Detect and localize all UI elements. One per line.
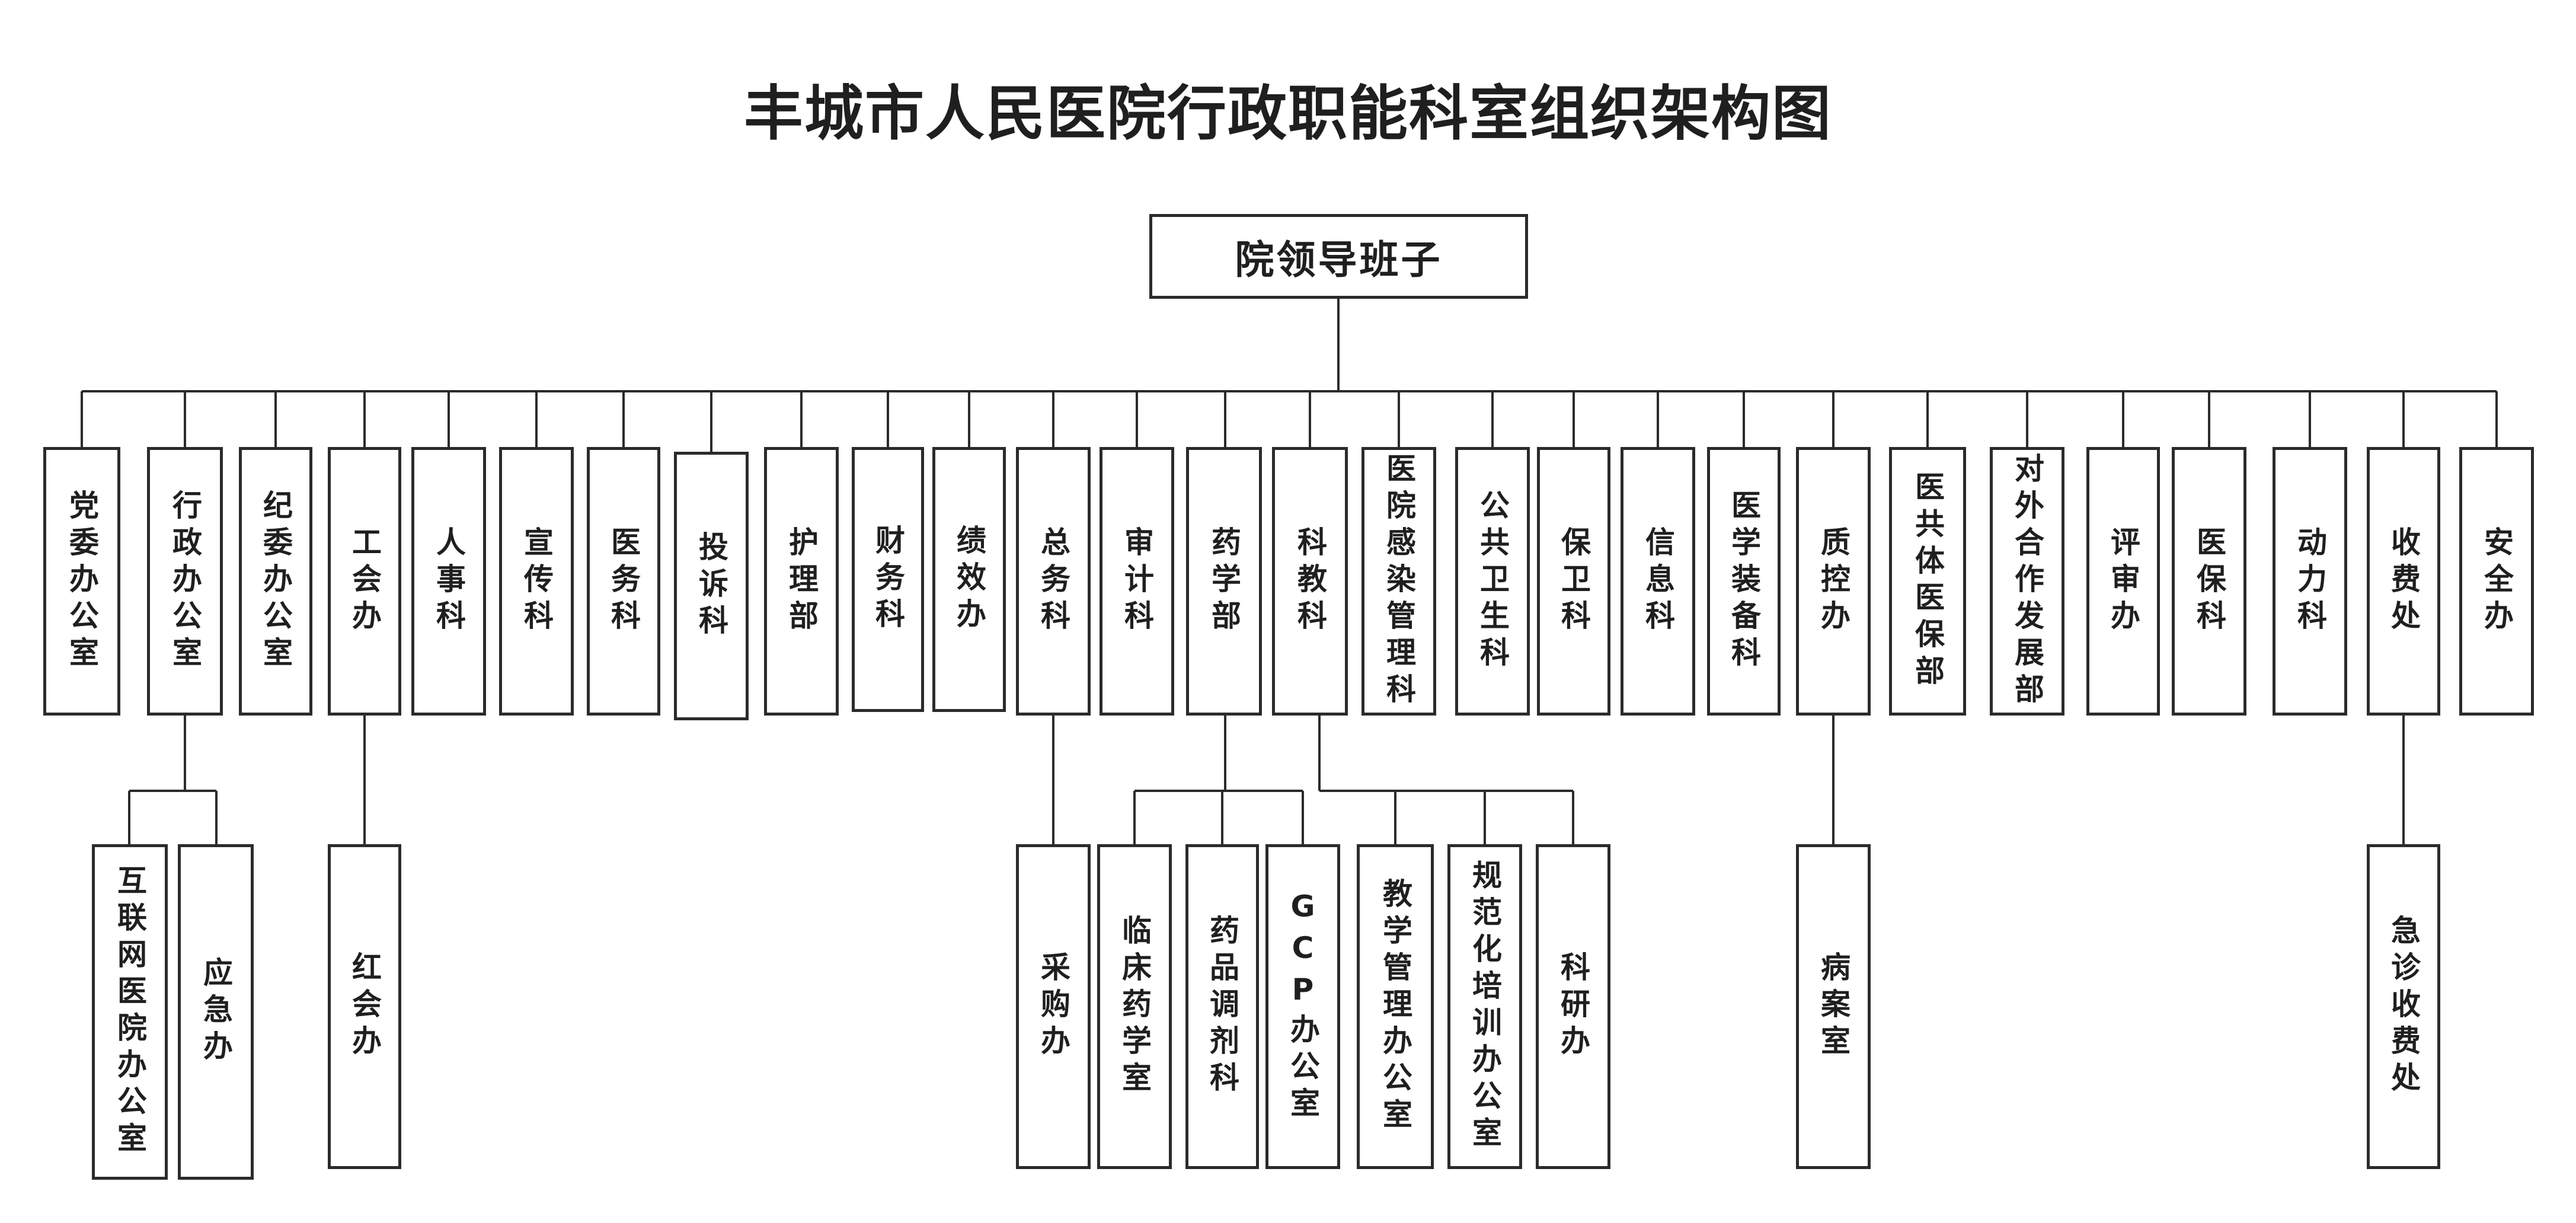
subunit-box-label: 教学管理办公室 (1378, 878, 1412, 1135)
dept-box-label: 工会办 (347, 526, 382, 637)
subunit-box-s1: 互联网医院办公室 (92, 844, 168, 1180)
dept-box-label: 医保科 (2192, 526, 2226, 637)
subunit-box-s11: 病案室 (1796, 844, 1871, 1169)
dept-box-label: 保卫科 (1557, 526, 1591, 637)
dept-box-d23: 对外合作发展部 (1990, 447, 2064, 716)
subunit-box-label: GCP办公室 (1286, 889, 1320, 1124)
dept-box-label: 审计科 (1120, 526, 1154, 637)
dept-box-label: 公共卫生科 (1475, 489, 1510, 673)
dept-box-d8: 投诉科 (674, 452, 749, 720)
dept-box-label: 评审办 (2106, 526, 2140, 637)
subunit-box-label: 临床药学室 (1117, 915, 1152, 1099)
dept-box-d28: 安全办 (2459, 447, 2534, 716)
dept-box-d7: 医务科 (587, 447, 660, 716)
dept-box-label: 动力科 (2293, 526, 2327, 637)
subunit-box-s12: 急诊收费处 (2367, 844, 2440, 1169)
root-node: 院领导班子 (1149, 214, 1528, 299)
dept-box-d20: 医学装备科 (1707, 447, 1781, 716)
subunit-box-s8: 教学管理办公室 (1357, 844, 1434, 1169)
dept-box-d2: 行政办公室 (147, 447, 223, 716)
subunit-box-s7: GCP办公室 (1265, 844, 1340, 1169)
subunit-box-label: 病案室 (1816, 951, 1850, 1062)
dept-box-label: 医务科 (606, 526, 641, 637)
subunit-box-label: 互联网医院办公室 (113, 865, 147, 1159)
dept-box-d1: 党委办公室 (43, 447, 120, 716)
dept-box-d21: 质控办 (1796, 447, 1871, 716)
dept-box-d10: 财务科 (852, 447, 924, 712)
root-label: 院领导班子 (1235, 237, 1443, 283)
subunit-box-s9: 规范化培训办公室 (1447, 844, 1522, 1169)
dept-box-label: 医院感染管理科 (1382, 452, 1416, 710)
subunit-box-label: 药品调剂科 (1205, 915, 1239, 1099)
dept-box-label: 质控办 (1816, 526, 1850, 637)
dept-box-label: 药学部 (1207, 526, 1241, 637)
chart-title: 丰城市人民医院行政职能科室组织架构图 (744, 79, 1832, 148)
dept-box-d12: 总务科 (1016, 447, 1091, 716)
subunit-box-s2: 应急办 (178, 844, 254, 1180)
dept-box-d5: 人事科 (411, 447, 486, 716)
dept-box-label: 安全办 (2479, 526, 2514, 637)
dept-box-label: 医学装备科 (1727, 489, 1761, 673)
dept-box-d6: 宣传科 (499, 447, 574, 716)
dept-box-label: 绩效办 (952, 524, 986, 635)
subunit-box-label: 红会办 (347, 951, 382, 1062)
dept-box-label: 人事科 (432, 526, 466, 637)
subunit-box-s6: 药品调剂科 (1185, 844, 1259, 1169)
subunit-box-s4: 采购办 (1016, 844, 1091, 1169)
dept-box-label: 党委办公室 (65, 489, 99, 673)
dept-box-label: 科教科 (1293, 526, 1327, 637)
dept-box-d24: 评审办 (2086, 447, 2160, 716)
subunit-box-s5: 临床药学室 (1097, 844, 1172, 1169)
subunit-box-label: 采购办 (1036, 951, 1070, 1062)
dept-box-d9: 护理部 (764, 447, 839, 716)
dept-box-d17: 公共卫生科 (1455, 447, 1530, 716)
dept-box-d14: 药学部 (1186, 447, 1262, 716)
dept-box-label: 总务科 (1036, 526, 1070, 637)
dept-box-d4: 工会办 (328, 447, 401, 716)
dept-box-label: 护理部 (784, 526, 819, 637)
subunit-box-label: 急诊收费处 (2386, 915, 2421, 1099)
dept-box-label: 行政办公室 (168, 489, 202, 673)
dept-box-label: 对外合作发展部 (2010, 452, 2044, 710)
subunit-box-label: 应急办 (199, 957, 233, 1067)
dept-box-d11: 绩效办 (932, 447, 1006, 712)
dept-box-d26: 动力科 (2273, 447, 2347, 716)
subunit-box-label: 科研办 (1556, 951, 1590, 1062)
subunit-box-s3: 红会办 (328, 844, 401, 1169)
dept-box-d13: 审计科 (1100, 447, 1174, 716)
dept-box-d18: 保卫科 (1537, 447, 1610, 716)
dept-box-d15: 科教科 (1272, 447, 1348, 716)
dept-box-label: 收费处 (2386, 526, 2421, 637)
dept-box-d19: 信息科 (1621, 447, 1695, 716)
dept-box-d25: 医保科 (2172, 447, 2246, 716)
subunit-box-label: 规范化培训办公室 (1468, 860, 1502, 1154)
subunit-box-s10: 科研办 (1536, 844, 1610, 1169)
dept-box-label: 投诉科 (694, 531, 728, 641)
dept-box-label: 信息科 (1641, 526, 1675, 637)
dept-box-label: 医共体医保部 (1910, 471, 1945, 692)
dept-box-label: 财务科 (871, 524, 905, 635)
dept-box-label: 纪委办公室 (258, 489, 293, 673)
dept-box-d16: 医院感染管理科 (1361, 447, 1436, 716)
dept-box-d22: 医共体医保部 (1889, 447, 1966, 716)
dept-box-d3: 纪委办公室 (239, 447, 312, 716)
dept-box-label: 宣传科 (519, 526, 554, 637)
dept-box-d27: 收费处 (2367, 447, 2440, 716)
